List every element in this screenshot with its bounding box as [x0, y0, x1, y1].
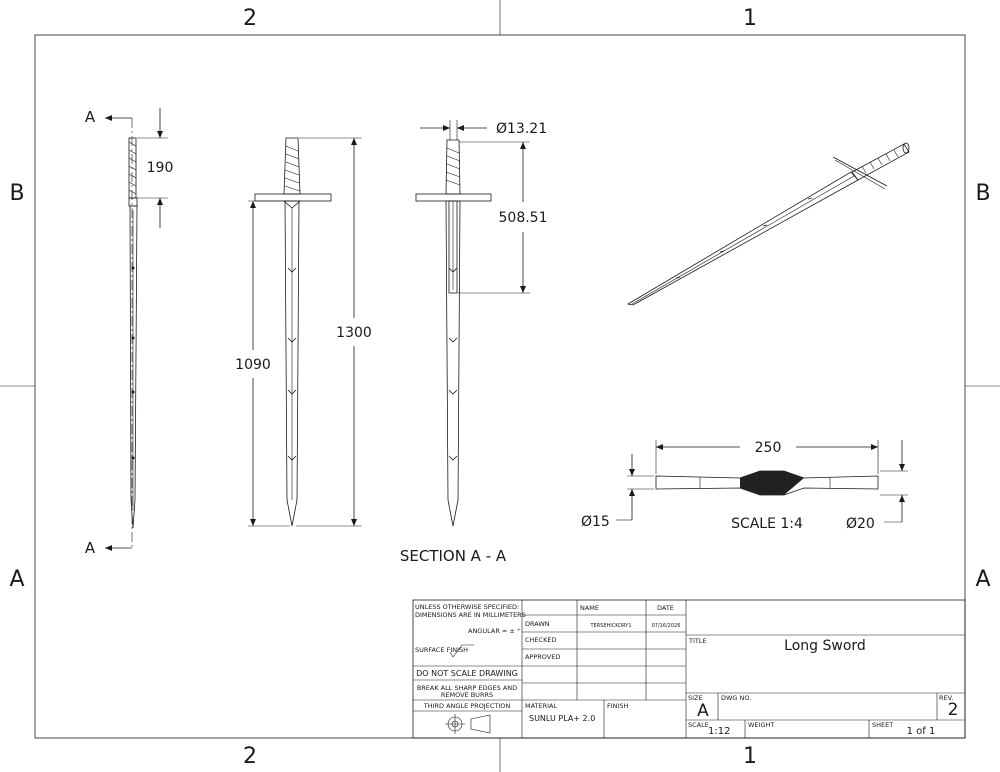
guard-scale-label: SCALE 1:4	[731, 516, 803, 532]
section-title: SECTION A - A	[400, 547, 507, 565]
tb-finish-label: FINISH	[607, 702, 629, 710]
zone-top-2: 2	[243, 6, 257, 31]
projection-symbol-icon	[445, 714, 491, 734]
section-view	[415, 120, 530, 527]
tb-material-label: MATERIAL	[525, 702, 558, 710]
tb-projection: THIRD ANGLE PROJECTION	[423, 702, 511, 710]
dim-grip-length: 190	[147, 160, 174, 176]
tb-notes-line1: UNLESS OTHERWISE SPECIFIED:	[415, 603, 519, 611]
zone-right-b: B	[975, 181, 990, 206]
dim-pommel-diameter: Ø13.21	[496, 121, 547, 137]
guard-view	[616, 440, 908, 523]
front-view	[248, 137, 362, 527]
tb-material-value: SUNLU PLA+ 2.0	[529, 714, 595, 723]
dim-tang-depth: 508.51	[499, 210, 548, 226]
zone-bottom-1: 1	[743, 744, 757, 769]
zone-top-1: 1	[743, 6, 757, 31]
tb-scale-label: SCALE	[688, 721, 709, 729]
tb-sheet-label: SHEET	[872, 721, 893, 729]
dim-guard-length: 250	[755, 440, 782, 456]
tb-drawn-date: 07/16/2026	[652, 623, 681, 629]
tb-scale-value: 1:12	[708, 726, 730, 737]
side-view	[105, 108, 168, 551]
zone-bottom-2: 2	[243, 744, 257, 769]
tb-title-value: Long Sword	[784, 638, 866, 654]
tb-surface-finish: SURFACE FINISH	[415, 646, 468, 654]
section-marker-top: A	[85, 108, 96, 126]
tb-weight-label: WEIGHT	[748, 721, 774, 729]
tb-title-label: TITLE	[688, 637, 707, 645]
zone-right-a: A	[975, 567, 990, 592]
dim-blade-length: 1090	[235, 357, 271, 373]
tb-col-name: NAME	[580, 604, 599, 612]
tb-dwg-no-label: DWG NO.	[721, 694, 751, 702]
tb-do-not-scale: DO NOT SCALE DRAWING	[416, 669, 518, 678]
tb-sheet-value: 1 of 1	[907, 726, 936, 737]
section-marker-bottom: A	[85, 539, 96, 557]
tb-drawn-name: TERSEHICKORY1	[589, 623, 631, 629]
tb-angular: ANGULAR = ± °	[468, 627, 520, 635]
zone-left-a: A	[9, 567, 24, 592]
dim-overall-length: 1300	[336, 325, 372, 341]
tb-rev-label: REV.	[939, 694, 953, 702]
tb-col-date: DATE	[657, 604, 674, 612]
tb-size-label: SIZE	[688, 694, 703, 702]
isometric-view	[626, 142, 910, 306]
tb-break-edges-1: BREAK ALL SHARP EDGES AND	[417, 684, 517, 692]
zone-left-b: B	[9, 181, 24, 206]
dim-guard-center-diameter: Ø20	[846, 516, 875, 532]
tb-rev-value: 2	[948, 700, 959, 720]
dim-guard-end-diameter: Ø15	[581, 514, 610, 530]
tb-break-edges-2: REMOVE BURRS	[441, 691, 493, 699]
tb-row-drawn: DRAWN	[525, 620, 550, 628]
title-block	[412, 599, 966, 739]
tb-size-value: A	[697, 701, 709, 721]
tb-row-checked: CHECKED	[525, 636, 556, 644]
tb-notes-line2: DIMENSIONS ARE IN MILLIMETERS	[415, 611, 526, 619]
tb-row-approved: APPROVED	[525, 653, 560, 661]
